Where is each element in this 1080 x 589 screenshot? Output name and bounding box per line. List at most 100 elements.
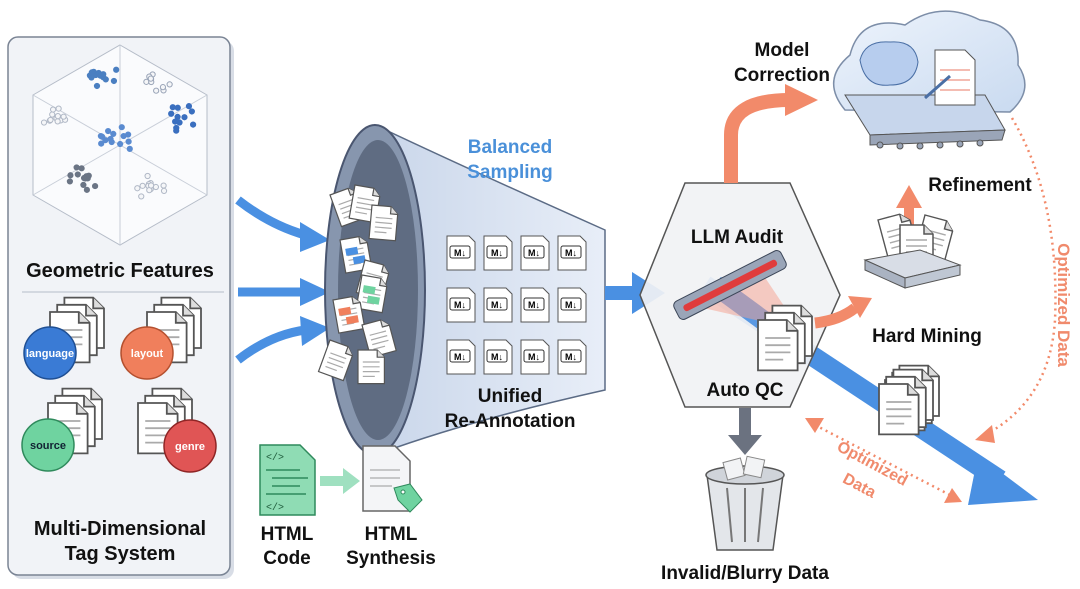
- scatter-point: [185, 103, 193, 110]
- audit-hexagon: [639, 182, 841, 408]
- svg-text:layout: layout: [131, 348, 164, 360]
- svg-text:genre: genre: [175, 441, 205, 453]
- green-arrow: [320, 468, 360, 494]
- svg-text:source: source: [30, 440, 66, 452]
- scatter-point: [181, 114, 188, 121]
- invalid-data-label: Invalid/Blurry Data: [661, 563, 829, 584]
- balanced-sampling-2: Sampling: [467, 162, 553, 183]
- model-correction-arrow: [724, 84, 818, 183]
- markdown-file-icon: M↓: [520, 235, 550, 271]
- svg-text:M↓: M↓: [528, 248, 540, 258]
- document-icon: [332, 294, 366, 334]
- html-code-label-1: HTML: [261, 524, 314, 545]
- scatter-point: [139, 182, 146, 189]
- output-doc-stack-icon: [879, 366, 939, 435]
- scatter-point: [93, 82, 101, 90]
- scatter-point: [102, 76, 109, 83]
- markdown-grid: M↓M↓M↓M↓M↓M↓M↓M↓M↓M↓M↓M↓: [446, 235, 587, 375]
- markdown-file-icon: M↓: [446, 339, 476, 375]
- doc-stack-icon: [758, 306, 812, 371]
- optimized-data-double-arrow: [805, 418, 962, 503]
- svg-text:</>: </>: [266, 452, 284, 464]
- brain-icon: [859, 41, 919, 86]
- scatter-point: [80, 174, 88, 182]
- svg-text:M↓: M↓: [491, 300, 503, 310]
- optimized-data-vertical-label: Optimized Data: [1054, 243, 1073, 367]
- markdown-file-icon: M↓: [520, 339, 550, 375]
- scatter-point: [117, 140, 124, 148]
- pen-icon: [924, 74, 951, 100]
- trash-can-icon: [705, 455, 785, 551]
- scatter-point: [40, 119, 48, 126]
- scatter-point: [147, 182, 155, 189]
- tag-system-title-1: Multi-Dimensional: [34, 518, 206, 540]
- scatter-point: [49, 106, 57, 113]
- svg-text:M↓: M↓: [454, 248, 466, 258]
- chip-pins: [876, 139, 984, 150]
- svg-text:M↓: M↓: [528, 300, 540, 310]
- markdown-file-icon: M↓: [446, 287, 476, 323]
- scatter-point: [120, 132, 127, 140]
- scatter-point: [134, 185, 141, 192]
- html-code-label-2: Code: [263, 548, 311, 569]
- scatter-point: [169, 104, 176, 111]
- html-synthesis-label-2: Synthesis: [346, 548, 436, 569]
- auto-qc-label: Auto QC: [706, 380, 783, 401]
- scatter-point: [174, 113, 181, 120]
- scatter-point: [160, 187, 168, 195]
- svg-text:M↓: M↓: [491, 248, 503, 258]
- model-correction-1: Model: [755, 40, 810, 61]
- scatter-point: [144, 172, 151, 180]
- input-arrowheads: [300, 222, 330, 346]
- scatter-point: [49, 111, 56, 118]
- svg-text:</>: </>: [266, 502, 284, 514]
- svg-text:language: language: [26, 348, 74, 360]
- scatter-point: [102, 137, 109, 144]
- discard-arrow: [728, 408, 762, 455]
- scatter-point: [189, 121, 197, 128]
- scatter-point: [107, 135, 114, 143]
- markdown-file-icon: M↓: [446, 235, 476, 271]
- hard-mining-label: Hard Mining: [872, 326, 982, 347]
- tag-genre: genre: [138, 389, 217, 473]
- scatter-point: [97, 132, 104, 140]
- feature-cube: [32, 44, 208, 246]
- optimized-data-loop-arrow: [975, 117, 1057, 443]
- tag-layout: layout: [120, 298, 201, 380]
- scatter-point: [100, 71, 107, 78]
- scatter-point: [78, 165, 85, 172]
- scatter-point: [110, 130, 117, 137]
- left-panel: Geometric Features language layout sourc…: [7, 36, 234, 579]
- model-correction-2: Correction: [734, 65, 830, 86]
- scatter-point: [67, 172, 74, 179]
- geometric-features-label: Geometric Features: [26, 260, 214, 282]
- svg-text:M↓: M↓: [491, 352, 503, 362]
- markdown-file-icon: M↓: [520, 287, 550, 323]
- scatter-point: [126, 145, 133, 152]
- scatter-point: [105, 127, 112, 135]
- markdown-file-icon: M↓: [483, 235, 513, 271]
- llm-audit-label: LLM Audit: [691, 227, 784, 248]
- svg-text:M↓: M↓: [454, 300, 466, 310]
- hard-mining-tray-icon: [863, 211, 962, 289]
- scatter-point: [83, 186, 91, 193]
- markdown-file-icon: M↓: [557, 339, 587, 375]
- html-synthesis-label-1: HTML: [365, 524, 418, 545]
- svg-text:M↓: M↓: [565, 352, 577, 362]
- markdown-file-icon: M↓: [483, 339, 513, 375]
- scatter-point: [98, 140, 105, 147]
- scatter-point: [160, 182, 167, 189]
- hard-mining-arrow: [814, 296, 872, 329]
- scatter-point: [66, 178, 73, 185]
- scatter-point: [168, 110, 175, 117]
- scatter-point: [110, 77, 118, 85]
- tag-source: source: [21, 389, 102, 472]
- scatter-point: [188, 108, 195, 115]
- scatter-point: [166, 81, 173, 88]
- html-code-icon: </> </>: [259, 444, 316, 516]
- html-synthesis-icon: [362, 445, 423, 513]
- scatter-point: [176, 119, 183, 126]
- scatter-point: [60, 113, 67, 120]
- scatter-point: [113, 66, 120, 73]
- scatter-point: [174, 104, 181, 111]
